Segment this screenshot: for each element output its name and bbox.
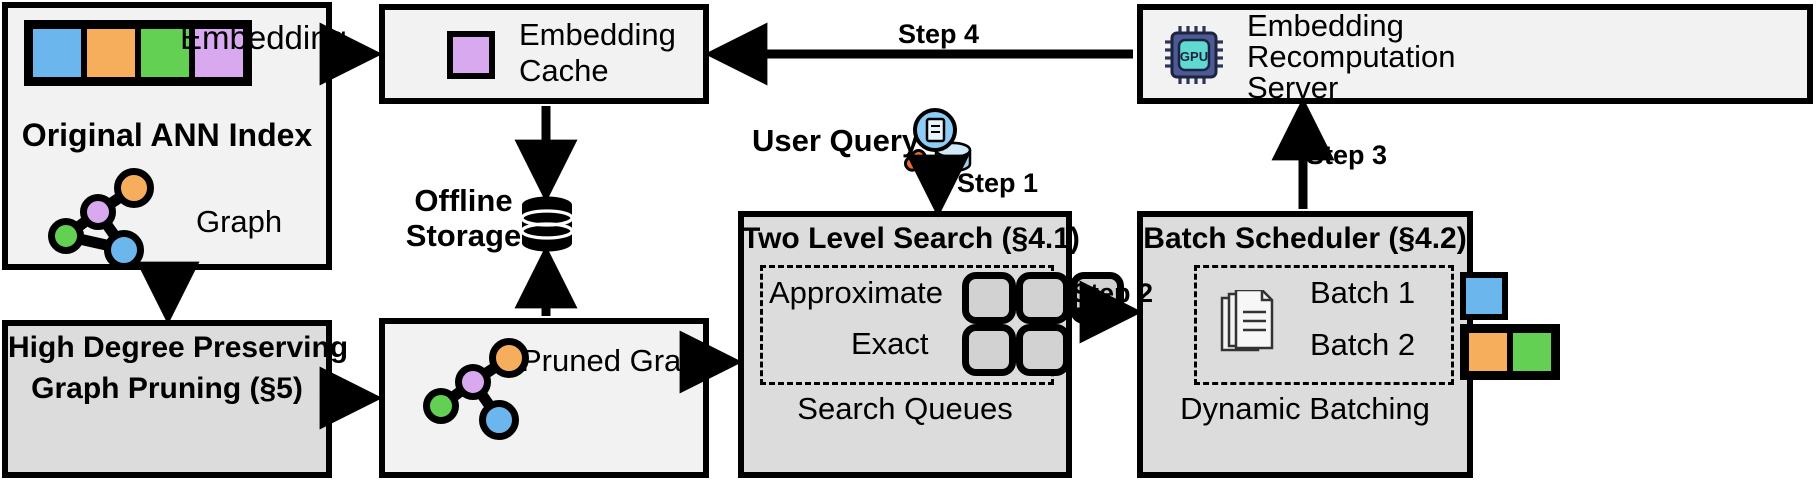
- exact-queue-slots: [962, 324, 1070, 376]
- graph-pruning-title-line1: High Degree Preserving: [8, 331, 349, 364]
- pruned-graph-label: Pruned Graph: [521, 343, 716, 378]
- embedding-cache-chip-icon: [447, 31, 495, 79]
- pruned-node-purple: [455, 364, 491, 400]
- approximate-slot-2: [1016, 272, 1070, 324]
- embedding-cache-label-line1: Embedding: [519, 17, 676, 52]
- original-ann-index-title: Original ANN Index: [21, 117, 313, 153]
- step-4-label: Step 4: [898, 19, 980, 49]
- step-3-label: Step 3: [1306, 140, 1388, 170]
- embedding-chip-orange: [84, 26, 138, 80]
- graph-node-green: [48, 218, 84, 254]
- embedding-cache-label-line2: Cache: [519, 53, 609, 88]
- embedding-label: Embedding: [180, 19, 347, 56]
- user-query-label: User Query: [752, 123, 920, 158]
- exact-slot-1: [962, 324, 1016, 376]
- graph-node-blue: [104, 230, 144, 270]
- dynamic-batching-dashed-region: [1194, 265, 1454, 385]
- batch-2-label: Batch 2: [1310, 327, 1416, 362]
- graph-node-orange: [114, 168, 154, 208]
- graph-node-purple: [80, 194, 116, 230]
- batch-2-chip-green: [1510, 330, 1554, 374]
- recomputation-server-line1: Embedding: [1247, 8, 1404, 43]
- search-queues-footer: Search Queues: [797, 391, 1013, 426]
- exact-row-label: Exact: [851, 326, 929, 361]
- approximate-row-label: Approximate: [769, 275, 944, 310]
- batch-scheduler-title: Batch Scheduler (§4.2): [1143, 222, 1467, 255]
- embedding-chip-green: [138, 26, 192, 80]
- exact-slot-2: [1016, 324, 1070, 376]
- embedding-chip-strip: [24, 20, 252, 86]
- batch-1-chip-blue: [1460, 272, 1508, 320]
- embedding-chip-blue: [30, 26, 84, 80]
- dynamic-batching-footer: Dynamic Batching: [1180, 391, 1430, 426]
- recomputation-server-line2: Recomputation: [1247, 39, 1456, 74]
- pruned-node-blue: [479, 400, 519, 440]
- recomputation-server-box: [1137, 4, 1813, 104]
- pruned-node-orange: [489, 338, 529, 378]
- graph-pruning-title-line2: Graph Pruning (§5): [31, 372, 303, 405]
- batch-2-chip-orange: [1466, 330, 1510, 374]
- pruned-node-green: [423, 388, 459, 424]
- recomputation-server-line3: Server: [1247, 70, 1339, 105]
- step-1-label: Step 1: [957, 168, 1039, 198]
- graph-label: Graph: [196, 204, 283, 239]
- step-2-label: Step 2: [1072, 278, 1154, 308]
- offline-storage-label-line1: Offline: [414, 183, 513, 218]
- offline-storage-label-line2: Storage: [405, 218, 522, 253]
- batch-2-chip-strip: [1460, 324, 1560, 380]
- two-level-search-title: Two Level Search (§4.1): [742, 222, 1080, 255]
- approximate-slot-1: [962, 272, 1016, 324]
- embedding-chip-purple: [192, 26, 246, 80]
- batch-1-label: Batch 1: [1310, 275, 1416, 310]
